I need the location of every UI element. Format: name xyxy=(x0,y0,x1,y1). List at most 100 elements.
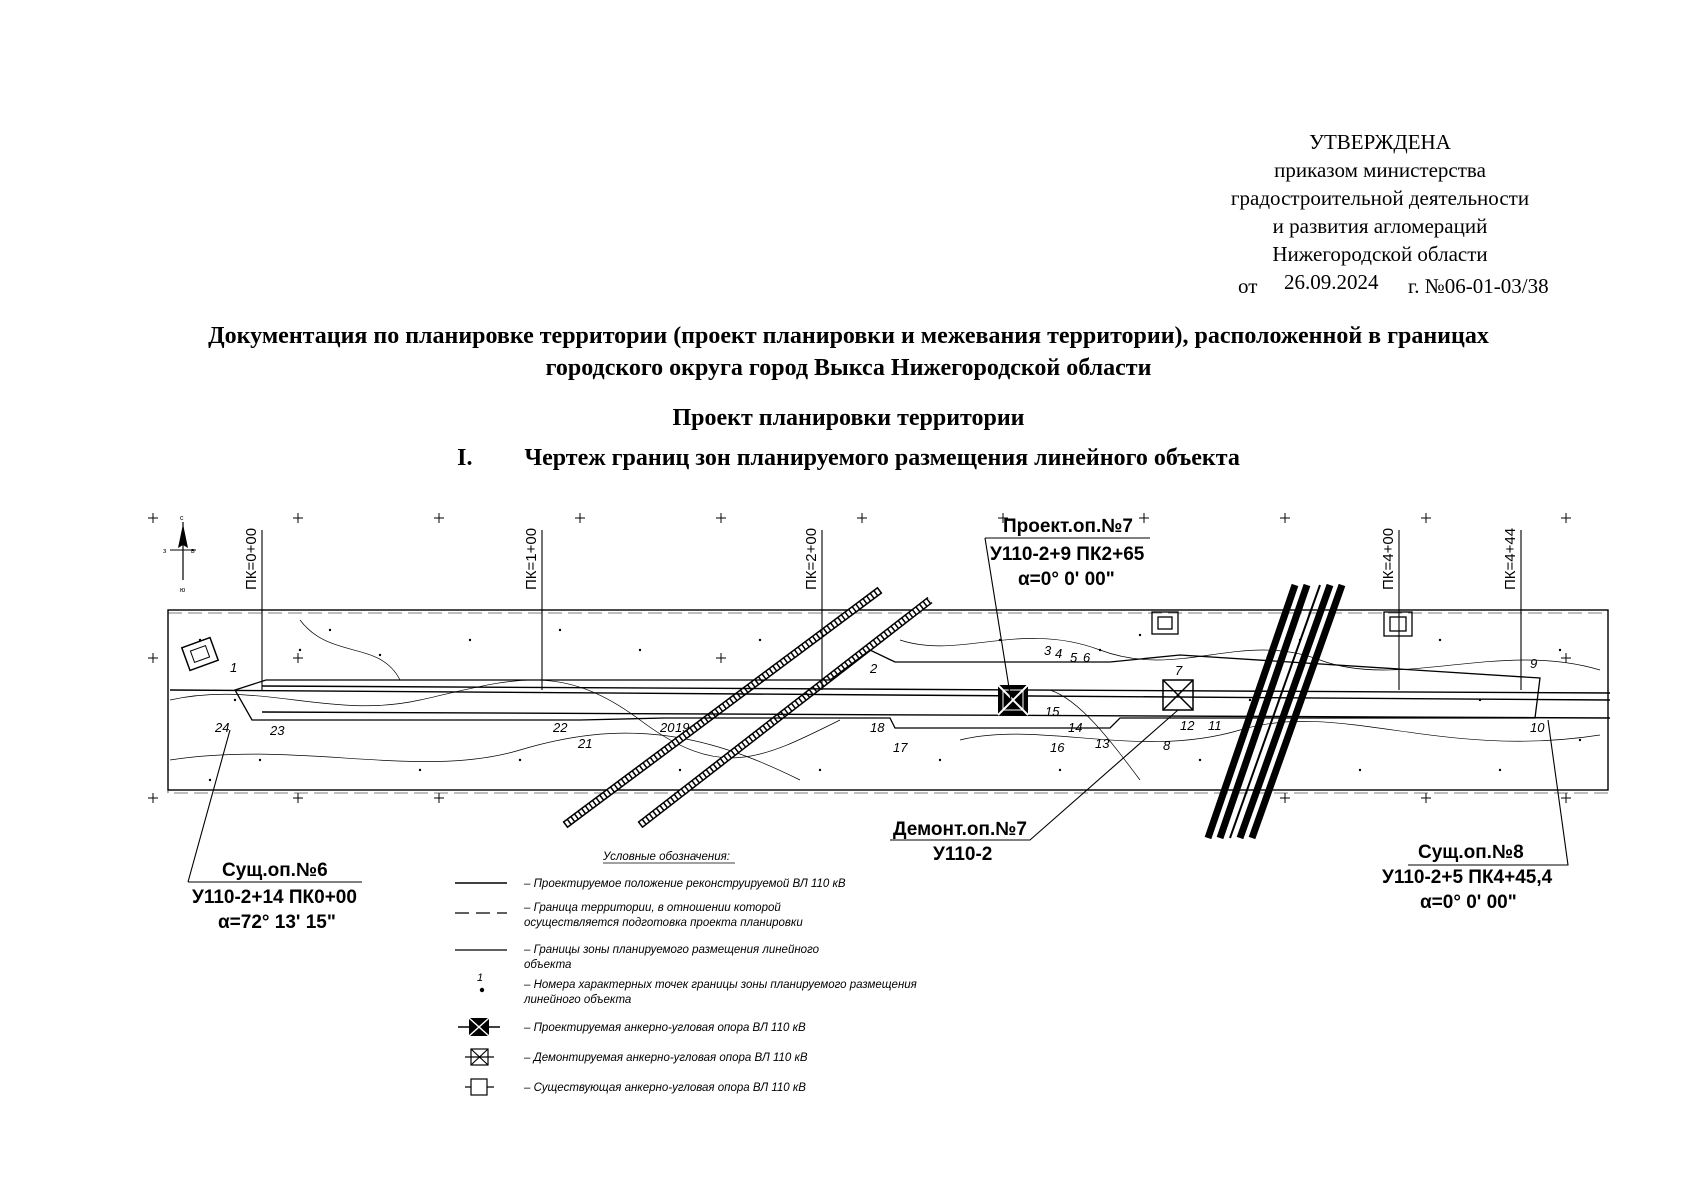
picket-labels: ПК=0+00 ПК=1+00 ПК=2+00 ПК=4+00 ПК=4+44 xyxy=(243,528,1519,590)
picket-4-44: ПК=4+44 xyxy=(1502,528,1519,590)
approval-line-1: приказом министерства xyxy=(1274,158,1486,182)
projected-7-title: Проект.оп.№7 xyxy=(1003,516,1133,537)
legend-item-2-text: – Граница территории, в отношении которо… xyxy=(523,902,781,914)
legend-item-4-text: – Номера характерных точек границы зоны … xyxy=(523,979,917,991)
legend-item-7-text: – Существующая анкерно-угловая опора ВЛ … xyxy=(523,1082,806,1094)
compass-icon: с ю з в xyxy=(163,515,196,594)
support-existing-structures xyxy=(1151,611,1413,637)
compass-west: з xyxy=(163,548,166,555)
approval-order-number: г. №06-01-03/38 xyxy=(1408,274,1549,298)
terrain-texture xyxy=(198,628,1582,782)
approval-line-3: и развития агломераций xyxy=(1272,214,1488,238)
callout-projected-7: Проект.оп.№7 У110-2+9 ПК2+65 α=0° 0' 00" xyxy=(990,516,1145,590)
approval-block: УТВЕРЖДЕНА приказом министерства градост… xyxy=(1180,128,1580,298)
point-16: 16 xyxy=(1050,740,1065,755)
existing-8-title: Сущ.оп.№8 xyxy=(1418,842,1524,863)
callout-existing-6: Сущ.оп.№6 У110-2+14 ПК0+00 α=72° 13' 15" xyxy=(192,860,357,933)
compass-north: с xyxy=(180,515,184,522)
compass-east: в xyxy=(191,548,195,555)
point-19: 19 xyxy=(675,720,689,735)
point-8: 8 xyxy=(1163,738,1171,753)
section-title: Проект планировки территории xyxy=(672,405,1025,431)
dismantled-7-line-1: У110-2 xyxy=(933,844,992,865)
support-existing-6 xyxy=(180,636,220,672)
point-10: 10 xyxy=(1530,720,1545,735)
point-4: 4 xyxy=(1055,646,1062,661)
callout-existing-8: Сущ.оп.№8 У110-2+5 ПК4+45,4 α=0° 0' 00" xyxy=(1382,842,1553,913)
support-dismantled-7 xyxy=(1162,679,1194,711)
legend-item-zone-boundary: – Границы зоны планируемого размещения л… xyxy=(455,944,820,971)
legend-point-symbol: 1 xyxy=(477,972,483,984)
legend-title: Условные обозначения: xyxy=(602,851,730,863)
legend-item-dismantled-support xyxy=(465,1048,494,1066)
existing-6-line-1: У110-2+14 ПК0+00 xyxy=(192,887,357,908)
railway-tracks xyxy=(562,583,1346,840)
picket-4: ПК=4+00 xyxy=(1380,528,1397,590)
document-title-line-2: городского округа город Выкса Нижегородс… xyxy=(545,355,1152,381)
document-title-line-1: Документация по планировке территории (п… xyxy=(208,323,1489,349)
point-17: 17 xyxy=(893,740,908,755)
picket-2: ПК=2+00 xyxy=(803,528,820,590)
point-3: 3 xyxy=(1044,643,1052,658)
point-1: 1 xyxy=(230,660,237,675)
point-24: 24 xyxy=(214,720,229,735)
chapter-title: I. Чертеж границ зон планируемого размещ… xyxy=(60,445,1637,472)
point-2: 2 xyxy=(869,661,878,676)
legend-item-3-text: – Границы зоны планируемого размещения л… xyxy=(523,944,820,956)
legend-item-projected-line: – Проектируемое положение реконструируем… xyxy=(455,878,846,890)
existing-6-title: Сущ.оп.№6 xyxy=(222,860,328,881)
picket-1: ПК=1+00 xyxy=(523,528,540,590)
point-15: 15 xyxy=(1045,704,1060,719)
document-title: Документация по планировке территории (п… xyxy=(60,320,1637,384)
legend-item-5-text: – Проектируемая анкерно-угловая опора ВЛ… xyxy=(523,1022,806,1034)
legend-item-characteristic-points: 1 – Номера характерных точек границы зон… xyxy=(477,972,917,1006)
legend-item-4-text-2: линейного объекта xyxy=(523,994,631,1006)
support-projected-7 xyxy=(997,684,1029,716)
terrain-contours xyxy=(169,619,1601,781)
approval-line-2: градостроительной деятельности xyxy=(1230,186,1530,210)
point-21: 21 xyxy=(577,736,592,751)
legend-item-projected-support: – Проектируемая анкерно-угловая опора ВЛ… xyxy=(458,1017,806,1037)
point-9: 9 xyxy=(1530,656,1537,671)
picket-0: ПК=0+00 xyxy=(243,528,260,590)
point-23: 23 xyxy=(269,723,285,738)
point-6: 6 xyxy=(1083,650,1091,665)
legend: Условные обозначения: – Проектируемое по… xyxy=(455,851,917,1096)
legend-item-1-text: – Проектируемое положение реконструируем… xyxy=(523,878,846,890)
projected-7-line-2: α=0° 0' 00" xyxy=(1018,569,1115,590)
grid-crosses xyxy=(148,513,1571,803)
approval-line-4: Нижегородской области xyxy=(1272,242,1488,266)
approval-date: 26.09.2024 xyxy=(1284,270,1379,294)
projected-line-110kv xyxy=(169,685,1611,719)
approval-dateline: от 26.09.2024 г. №06-01-03/38 xyxy=(1180,268,1580,298)
dismantled-7-title: Демонт.оп.№7 xyxy=(893,819,1027,840)
point-5: 5 xyxy=(1070,650,1078,665)
point-12: 12 xyxy=(1180,718,1195,733)
chapter-title-text: Чертеж границ зон планируемого размещени… xyxy=(524,445,1240,471)
legend-item-3-text-2: объекта xyxy=(524,959,571,971)
existing-8-line-2: α=0° 0' 00" xyxy=(1420,892,1517,913)
point-11: 11 xyxy=(1208,718,1222,733)
point-18: 18 xyxy=(870,720,885,735)
point-7: 7 xyxy=(1175,663,1183,678)
chapter-number: I. xyxy=(457,445,473,471)
existing-6-line-2: α=72° 13' 15" xyxy=(218,912,336,933)
characteristic-points: 1 2 3 4 5 6 7 8 9 10 11 12 13 14 15 16 1… xyxy=(214,643,1545,755)
legend-item-6-text: – Демонтируемая анкерно-угловая опора ВЛ… xyxy=(523,1052,808,1064)
existing-8-line-1: У110-2+5 ПК4+45,4 xyxy=(1382,867,1553,888)
point-14: 14 xyxy=(1068,720,1082,735)
projected-7-line-1: У110-2+9 ПК2+65 xyxy=(990,544,1145,565)
compass-south: ю xyxy=(180,587,185,594)
approval-from-label: от xyxy=(1238,274,1258,298)
planned-zone-boundary xyxy=(234,649,1541,729)
legend-item-territory-boundary: – Граница территории, в отношении которо… xyxy=(455,902,803,929)
legend-item-existing-support xyxy=(465,1078,494,1096)
legend-item-2-text-2: осуществляется подготовка проекта планир… xyxy=(524,917,803,929)
picket-lines xyxy=(261,530,1522,690)
point-13: 13 xyxy=(1095,736,1110,751)
callout-leaders xyxy=(187,537,1569,883)
approval-status: УТВЕРЖДЕНА xyxy=(1309,130,1451,154)
callout-dismantled-7: Демонт.оп.№7 У110-2 xyxy=(893,819,1027,865)
point-22: 22 xyxy=(552,720,568,735)
